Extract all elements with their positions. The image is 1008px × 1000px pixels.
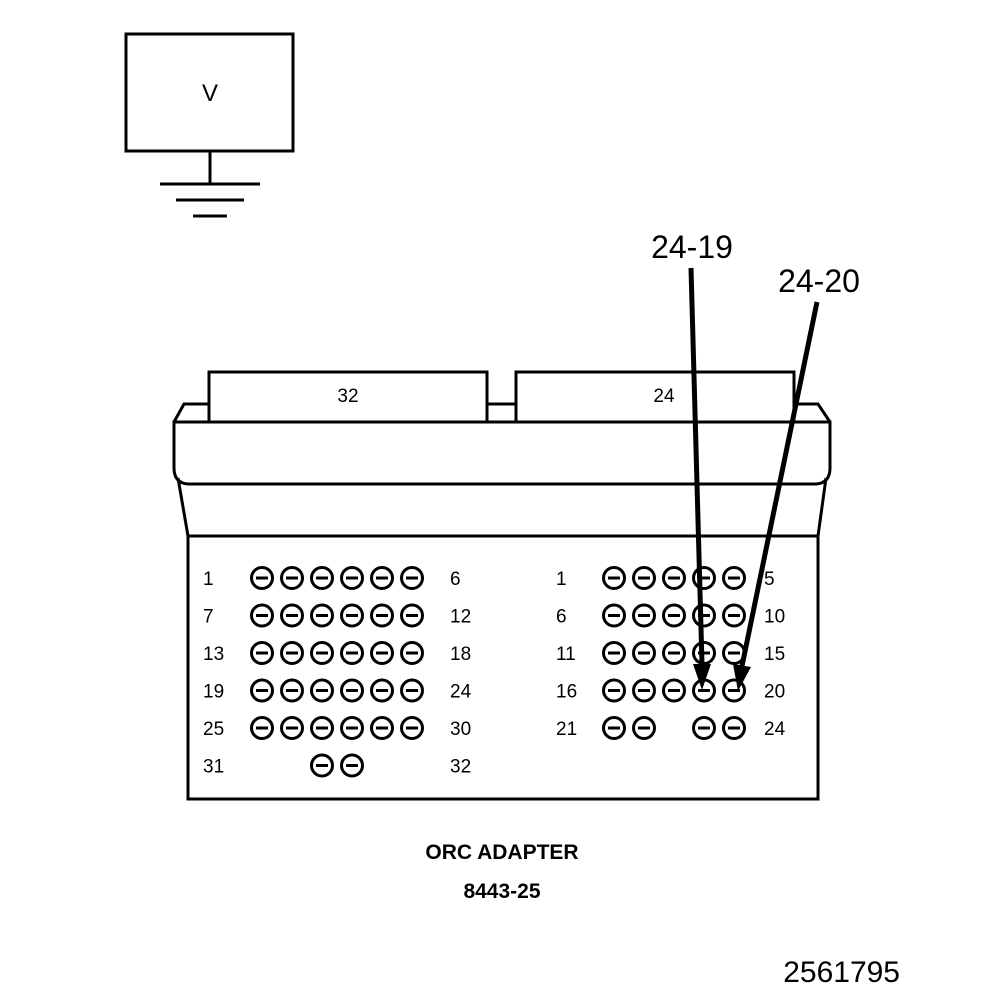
- pin-hole: [400, 566, 424, 590]
- pin-row-start-number: 1: [203, 569, 214, 590]
- left-shoulder: [172, 402, 209, 423]
- callout-24-19: 24-19: [651, 229, 733, 265]
- ground-symbol-icon: [160, 182, 260, 218]
- pin-row-start-number: 19: [203, 682, 224, 703]
- pin-hole: [310, 641, 334, 665]
- housing-band: [172, 420, 832, 486]
- right-shoulder: [794, 402, 832, 423]
- pin-row-end-number: 10: [764, 607, 785, 628]
- pin-hole: [692, 716, 716, 740]
- pin-hole: [662, 641, 686, 665]
- adapter-part-number: 8443-25: [463, 880, 540, 903]
- pin-row-start-number: 25: [203, 719, 224, 740]
- pin-hole: [280, 678, 304, 703]
- pin-row-end-number: 24: [450, 682, 472, 703]
- pin-hole: [310, 566, 334, 590]
- pin-hole: [400, 716, 424, 740]
- pin-hole: [250, 641, 274, 665]
- pin-hole: [602, 678, 626, 703]
- probe-line-24-19: [688, 267, 705, 665]
- pin-row-end-number: 5: [764, 569, 775, 590]
- probe-arrows: [688, 267, 820, 691]
- pin-hole: [722, 603, 746, 628]
- pin-hole: [340, 678, 364, 703]
- pin-row-end-number: 15: [764, 644, 785, 665]
- adapter-body: 32 24: [172, 370, 832, 801]
- pin-hole: [602, 603, 626, 628]
- pin-hole: [400, 678, 424, 703]
- pin-hole: [632, 603, 656, 628]
- pin-row-start-number: 6: [556, 607, 567, 628]
- pin-hole: [370, 716, 394, 740]
- pin-hole: [340, 753, 364, 778]
- figure-id: 2561795: [783, 956, 900, 989]
- pin-row-end-number: 24: [764, 719, 786, 740]
- pin-row-start-number: 13: [203, 644, 224, 665]
- pin-hole: [602, 716, 626, 740]
- pin-face: [186, 534, 820, 801]
- pin-row-end-number: 32: [450, 757, 471, 778]
- pin-hole: [632, 716, 656, 740]
- pin-row-start-number: 11: [556, 644, 576, 665]
- pin-hole: [692, 603, 716, 628]
- pin-row-end-number: 30: [450, 719, 471, 740]
- pin-row-end-number: 20: [764, 682, 785, 703]
- tab-label-32: 32: [337, 386, 358, 407]
- pin-hole: [340, 716, 364, 740]
- pin-hole: [632, 566, 656, 590]
- pin-hole: [340, 566, 364, 590]
- pin-row-end-number: 12: [450, 607, 471, 628]
- voltmeter: V: [124, 32, 295, 218]
- pin-hole: [280, 566, 304, 590]
- pin-hole: [370, 566, 394, 590]
- pin-hole: [310, 603, 334, 628]
- pin-row-start-number: 1: [556, 569, 567, 590]
- arrowhead-24-20: [733, 664, 751, 691]
- right-taper: [816, 477, 828, 537]
- left-taper: [176, 477, 190, 537]
- pin-hole: [602, 566, 626, 590]
- pin-hole: [340, 603, 364, 628]
- pin-hole: [662, 678, 686, 703]
- callout-24-20: 24-20: [778, 263, 860, 299]
- pin-hole: [722, 716, 746, 740]
- pin-row-end-number: 6: [450, 569, 461, 590]
- pin-hole: [632, 678, 656, 703]
- pin-row-start-number: 31: [203, 757, 224, 778]
- pin-hole: [632, 641, 656, 665]
- pin-hole: [400, 603, 424, 628]
- pin-row-end-number: 18: [450, 644, 471, 665]
- pin-hole: [250, 566, 274, 590]
- pin-hole: [692, 566, 716, 590]
- pin-hole: [602, 641, 626, 665]
- pin-hole: [280, 641, 304, 665]
- voltmeter-label: V: [202, 80, 218, 107]
- pin-hole: [310, 678, 334, 703]
- pin-hole: [280, 603, 304, 628]
- pin-hole: [370, 641, 394, 665]
- pin-hole: [370, 678, 394, 703]
- pin-hole: [400, 641, 424, 665]
- pin-hole: [250, 603, 274, 628]
- pin-hole: [662, 566, 686, 590]
- probe-line-24-20: [739, 301, 820, 667]
- pin-row-start-number: 16: [556, 682, 577, 703]
- pin-row-start-number: 21: [556, 719, 577, 740]
- arrowhead-24-19: [693, 664, 711, 690]
- pin-hole: [310, 716, 334, 740]
- pin-hole: [280, 716, 304, 740]
- pin-block-32: 1 6 7 12 13 18 19 24 25 30 31 32: [203, 566, 472, 778]
- pin-hole: [662, 603, 686, 628]
- tab-label-24: 24: [653, 386, 675, 407]
- pin-hole: [370, 603, 394, 628]
- pin-hole: [250, 716, 274, 740]
- pin-row-start-number: 7: [203, 607, 214, 628]
- pin-hole: [310, 753, 334, 778]
- pin-hole: [722, 566, 746, 590]
- pin-hole: [340, 641, 364, 665]
- adapter-name: ORC ADAPTER: [425, 841, 578, 864]
- pin-hole: [250, 678, 274, 703]
